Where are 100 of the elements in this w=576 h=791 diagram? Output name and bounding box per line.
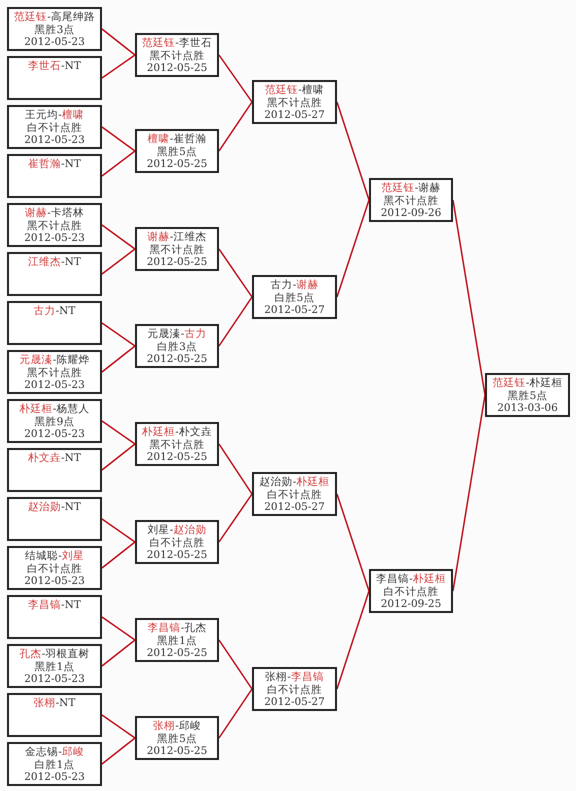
bracket-line [102,322,136,347]
result-text: 黑不计点胜 [267,96,322,109]
bracket-line [102,420,136,445]
bracket-line [218,494,253,542]
match-box [7,301,102,345]
result-text: 黑不计点胜 [27,220,82,232]
match-box [135,716,219,760]
result-text: 黑胜3点 [34,24,74,36]
bracket-line [218,688,253,738]
match-text: 谢赫-卡塔林 [25,207,84,220]
result-text: 黑胜5点 [157,732,197,745]
match-text: 朴廷桓-杨慧人 [20,403,90,416]
date-text: 2012-05-25 [146,62,208,74]
match-box [7,693,102,737]
match-text: 江维杰-NT [28,256,81,268]
match-box [7,105,102,149]
result-text: 白不计点胜 [27,122,82,134]
result-text: 黑不计点胜 [150,438,204,451]
match-box [7,497,102,541]
match-text: 朴廷桓-朴文垚 [142,426,212,438]
bracket-line [218,640,253,690]
match-box [135,324,219,368]
date-text: 2012-05-23 [24,771,85,784]
match-text: 谢赫-江维杰 [148,231,206,244]
match-box [7,56,102,100]
date-text: 2012-05-25 [146,353,208,366]
bracket-line [102,518,136,543]
result-text: 黑胜5点 [508,390,548,402]
bracket-line [102,541,136,569]
result-text: 白不计点胜 [384,586,438,598]
result-text: 黑胜5点 [157,146,197,158]
match-text: 张栩-邱峻 [153,720,201,732]
bracket-line [102,54,136,79]
match-box [7,448,102,492]
bracket-line [336,102,370,200]
match-box [7,252,102,296]
match-text: 李昌镐-NT [28,599,81,612]
bracket-line [452,200,486,396]
result-text: 白不计点胜 [27,562,82,575]
match-box [7,644,102,688]
match-text: 范廷钰-谢赫 [382,182,440,194]
date-text: 2012-05-25 [146,451,208,464]
date-text: 2012-05-25 [146,256,208,268]
match-text: 崔哲瀚-NT [28,158,81,170]
bracket-line [102,248,136,275]
match-box [369,178,453,222]
date-text: 2012-05-23 [24,36,85,48]
match-box [252,275,337,319]
bracket-line [102,443,136,471]
match-text: 孔杰-羽根直树 [20,648,90,660]
match-box [135,618,219,662]
bracket-line [218,102,253,152]
match-box [252,472,337,516]
match-text: 李世石-NT [28,60,81,72]
result-text: 黑不计点胜 [27,366,82,379]
match-text: 李昌镐-孔杰 [148,622,206,634]
bracket-line [102,616,136,641]
match-text: 檀啸-崔哲瀚 [148,133,206,146]
bracket-line [102,714,136,739]
bracket-line [218,54,253,102]
match-box [252,80,337,124]
result-text: 黑胜9点 [34,416,74,428]
match-text: 范廷钰-朴廷桓 [492,377,562,390]
match-text: 古力-谢赫 [270,279,318,292]
match-box [135,33,219,77]
match-box [7,742,102,786]
date-text: 2012-05-27 [264,501,325,514]
result-text: 黑不计点胜 [384,194,438,207]
match-box [252,667,337,711]
result-text: 黑胜1点 [157,634,197,647]
bracket-line [102,639,136,667]
result-text: 黑不计点胜 [150,244,204,256]
match-text: 赵治勋-朴廷桓 [260,476,330,488]
match-text: 范廷钰-檀啸 [265,84,324,96]
date-text: 2012-09-26 [380,207,442,220]
match-box [485,373,570,417]
bracket-line [102,345,136,373]
date-text: 2012-05-23 [24,134,85,146]
match-box [135,520,219,564]
match-box [7,546,102,590]
match-text: 范廷钰-李世石 [142,37,212,50]
match-box [7,350,102,394]
result-text: 白不计点胜 [267,684,322,696]
date-text: 2012-05-23 [24,232,85,244]
result-text: 白胜5点 [274,292,314,304]
match-box [369,569,453,613]
match-box [135,129,219,173]
match-text: 王元均-檀啸 [25,109,84,122]
match-text: 古力-NT [34,305,76,318]
date-text: 2012-05-27 [264,696,325,708]
bracket-line [102,737,136,765]
match-text: 朴文垚-NT [28,452,81,464]
result-text: 白不计点胜 [267,488,322,501]
date-text: 2012-05-27 [264,109,325,122]
date-text: 2012-05-23 [24,673,85,686]
match-text: 赵治勋-NT [28,501,81,514]
result-text: 白胜1点 [34,758,74,771]
match-text: 范廷钰-高尾绅路 [14,11,95,24]
match-box [7,203,102,247]
match-text: 刘星-赵治勋 [148,524,206,536]
